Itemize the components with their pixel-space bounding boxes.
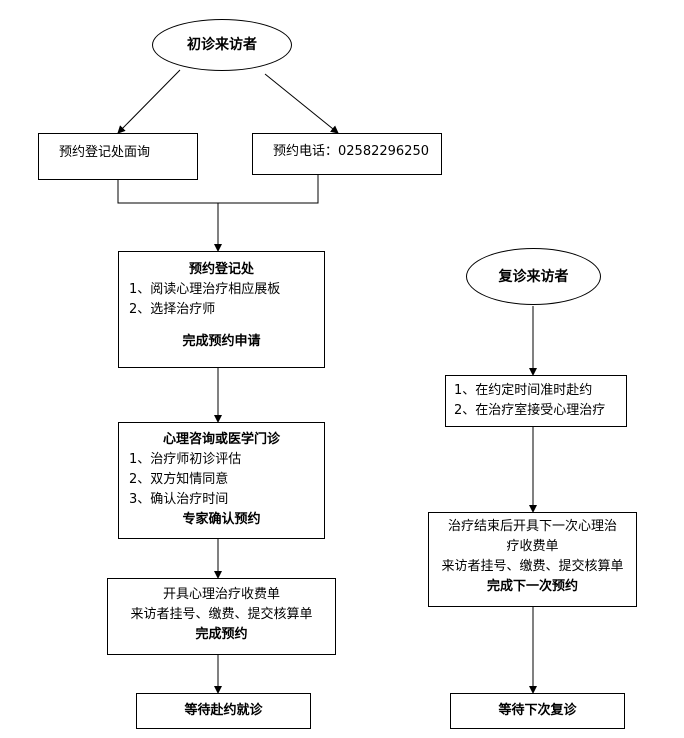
registration-desk-box: 预约登记处 1、阅读心理治疗相应展板 2、选择治疗师 完成预约申请 — [118, 251, 325, 368]
return-visit-start-label: 复诊来访者 — [498, 268, 569, 285]
first-visit-billing-footer: 完成预约 — [195, 627, 248, 642]
return-visit-billing-line-3: 来访者挂号、缴费、提交核算单 — [441, 559, 624, 574]
consultation-item-3: 3、确认治疗时间 — [129, 492, 229, 507]
arrow-start-to-phone — [264, 73, 339, 134]
return-visit-billing-footer: 完成下一次预约 — [486, 579, 578, 594]
consultation-footer: 专家确认预约 — [182, 512, 261, 527]
phone-appointment-box: 预约电话：02582296250 — [252, 133, 442, 175]
consultation-box: 心理咨询或医学门诊 1、治疗师初诊评估 2、双方知情同意 3、确认治疗时间 专家… — [118, 422, 325, 539]
first-visit-end-label: 等待赴约就诊 — [184, 703, 263, 718]
registration-title: 预约登记处 — [188, 262, 254, 277]
return-visit-end-label: 等待下次复诊 — [498, 703, 577, 718]
first-visit-billing-line-1: 开具心理治疗收费单 — [162, 587, 280, 602]
return-visit-billing-line-2: 疗收费单 — [506, 539, 559, 554]
return-visit-step-1: 1、在约定时间准时赴约 — [454, 383, 593, 398]
registration-item-2: 2、选择治疗师 — [129, 302, 216, 317]
return-visit-start-node: 复诊来访者 — [466, 248, 601, 305]
arrow-start-to-in-person — [117, 69, 181, 134]
first-visit-end-box: 等待赴约就诊 — [136, 693, 311, 729]
first-visit-billing-box: 开具心理治疗收费单 来访者挂号、缴费、提交核算单 完成预约 — [107, 578, 336, 655]
first-visit-start-label: 初诊来访者 — [187, 37, 257, 53]
consultation-item-2: 2、双方知情同意 — [129, 472, 229, 487]
return-visit-end-box: 等待下次复诊 — [450, 693, 625, 729]
return-visit-billing-line-1: 治疗结束后开具下一次心理治 — [447, 519, 617, 534]
registration-footer: 完成预约申请 — [182, 334, 261, 349]
phone-appointment-label: 预约电话：02582296250 — [273, 144, 429, 159]
consultation-item-1: 1、治疗师初诊评估 — [129, 452, 242, 467]
consultation-title: 心理咨询或医学门诊 — [162, 432, 280, 447]
in-person-inquiry-box: 预约登记处面询 — [38, 133, 198, 180]
first-visit-billing-line-2: 来访者挂号、缴费、提交核算单 — [130, 607, 313, 622]
return-visit-billing-box: 治疗结束后开具下一次心理治 疗收费单 来访者挂号、缴费、提交核算单 完成下一次预… — [428, 512, 637, 607]
registration-item-1: 1、阅读心理治疗相应展板 — [129, 282, 281, 297]
return-visit-step-2: 2、在治疗室接受心理治疗 — [454, 403, 606, 418]
first-visit-start-node: 初诊来访者 — [152, 19, 292, 71]
return-visit-steps-box: 1、在约定时间准时赴约 2、在治疗室接受心理治疗 — [445, 375, 627, 427]
in-person-inquiry-label: 预约登记处面询 — [59, 145, 151, 160]
